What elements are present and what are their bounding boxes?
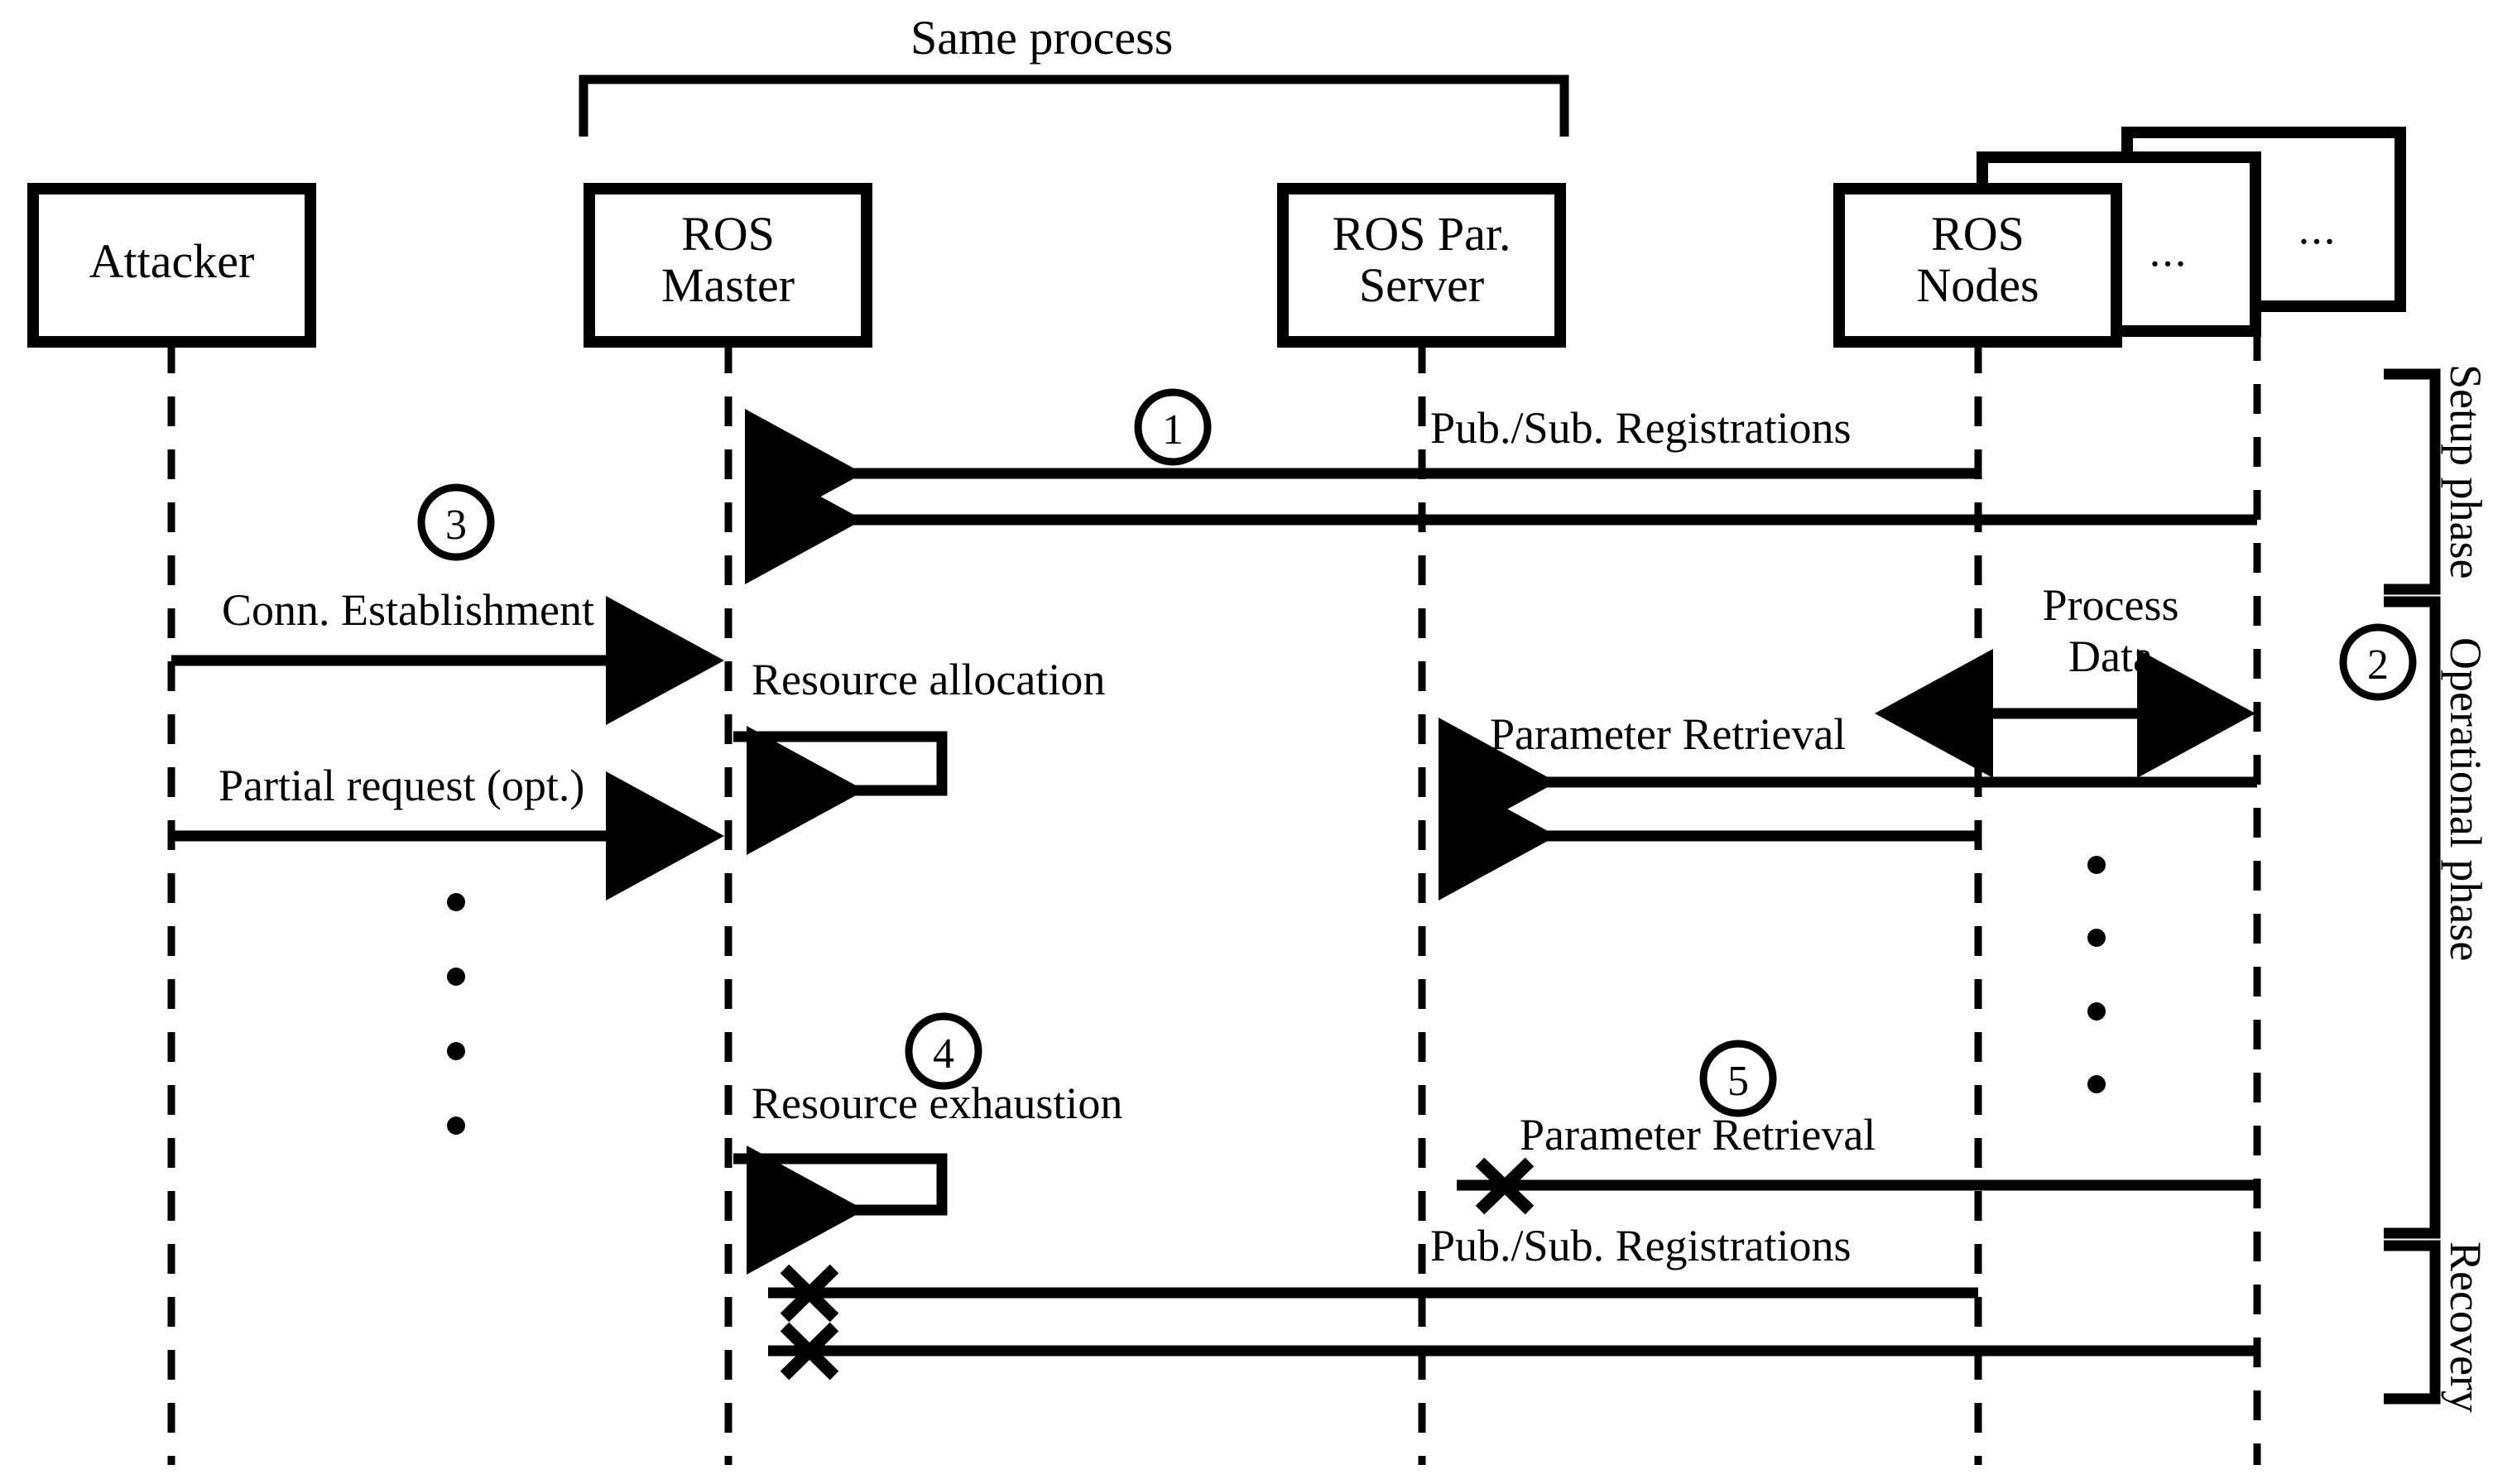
actor-label-ros-par-line2: Server bbox=[1358, 258, 1485, 312]
actor-box-attacker[interactable] bbox=[27, 183, 316, 348]
message-label-process-data-line1: Process bbox=[2042, 580, 2179, 630]
blocked-x-marker-pubsub-1 bbox=[780, 1264, 839, 1323]
message-label-partial-request: Partial request (opt.) bbox=[219, 761, 585, 810]
phase-bracket-setup bbox=[2384, 368, 2441, 595]
actor-box-ros-par[interactable] bbox=[1277, 183, 1566, 348]
message-label-resource-exhaustion: Resource exhaustion bbox=[752, 1078, 1123, 1128]
message-label-process-data-line2: Data bbox=[2068, 632, 2153, 681]
svg-text:5: 5 bbox=[1727, 1058, 1749, 1105]
actor-label-ros-par: ROS Par. Server bbox=[1283, 209, 1560, 311]
step-marker-4: 4 bbox=[905, 1012, 982, 1090]
step-marker-2: 2 bbox=[2339, 623, 2417, 701]
svg-text:4: 4 bbox=[933, 1030, 954, 1078]
message-label-resource-allocation: Resource allocation bbox=[752, 655, 1106, 704]
phase-bracket-recovery bbox=[2384, 1240, 2441, 1405]
actor-label-ros-master: ROS Master bbox=[589, 209, 867, 311]
phase-label-recovery: Recovery bbox=[2441, 1241, 2491, 1413]
actor-label-ros-nodes: ROS Nodes bbox=[1839, 209, 2116, 311]
actor-box-ros-nodes[interactable] bbox=[1833, 183, 2122, 348]
actor-label-node-stack-2: ... bbox=[2298, 204, 2337, 253]
message-arrow-resource-allocation bbox=[733, 726, 948, 855]
same-process-bracket bbox=[579, 74, 1569, 137]
actor-label-ros-nodes-line2: Nodes bbox=[1916, 258, 2039, 312]
message-label-parameter-retrieval-blocked: Parameter Retrieval bbox=[1520, 1110, 1876, 1160]
blocked-x-marker-pubsub-2 bbox=[780, 1322, 839, 1381]
phase-label-operational: Operational phase bbox=[2441, 637, 2491, 962]
svg-text:1: 1 bbox=[1162, 406, 1184, 454]
actor-label-ros-par-line1: ROS Par. bbox=[1332, 207, 1511, 261]
svg-text:2: 2 bbox=[2367, 641, 2389, 689]
step-marker-3: 3 bbox=[417, 483, 495, 561]
same-process-note: Same process bbox=[910, 11, 1174, 65]
actor-label-attacker: Attacker bbox=[89, 234, 255, 288]
actor-label-ros-nodes-line1: ROS bbox=[1931, 207, 2025, 261]
actor-label-node-stack-1: ... bbox=[2149, 226, 2188, 276]
message-arrow-resource-exhaustion bbox=[733, 1145, 948, 1275]
ellipsis-dots-nodes bbox=[2087, 856, 2106, 1093]
svg-text:3: 3 bbox=[445, 502, 467, 549]
phase-bracket-operational bbox=[2384, 596, 2441, 1239]
message-label-pub-sub-registrations-top: Pub./Sub. Registrations bbox=[1430, 403, 1852, 453]
message-label-parameter-retrieval-top: Parameter Retrieval bbox=[1490, 709, 1847, 759]
ellipsis-dots-attacker bbox=[447, 893, 465, 1135]
step-marker-1: 1 bbox=[1134, 388, 1212, 466]
actor-box-ros-master[interactable] bbox=[584, 183, 872, 348]
blocked-x-marker-parameter-retrieval bbox=[1475, 1157, 1535, 1215]
actor-label-ros-master-line2: Master bbox=[660, 258, 795, 312]
step-marker-5: 5 bbox=[1699, 1040, 1777, 1117]
message-label-pub-sub-registrations-bottom: Pub./Sub. Registrations bbox=[1430, 1221, 1852, 1270]
actor-label-ros-master-line1: ROS bbox=[681, 207, 775, 261]
message-label-process-data: Process Data bbox=[2020, 579, 2202, 682]
message-label-conn-establishment: Conn. Establishment bbox=[222, 585, 594, 635]
phase-label-setup: Setup phase bbox=[2441, 364, 2491, 579]
